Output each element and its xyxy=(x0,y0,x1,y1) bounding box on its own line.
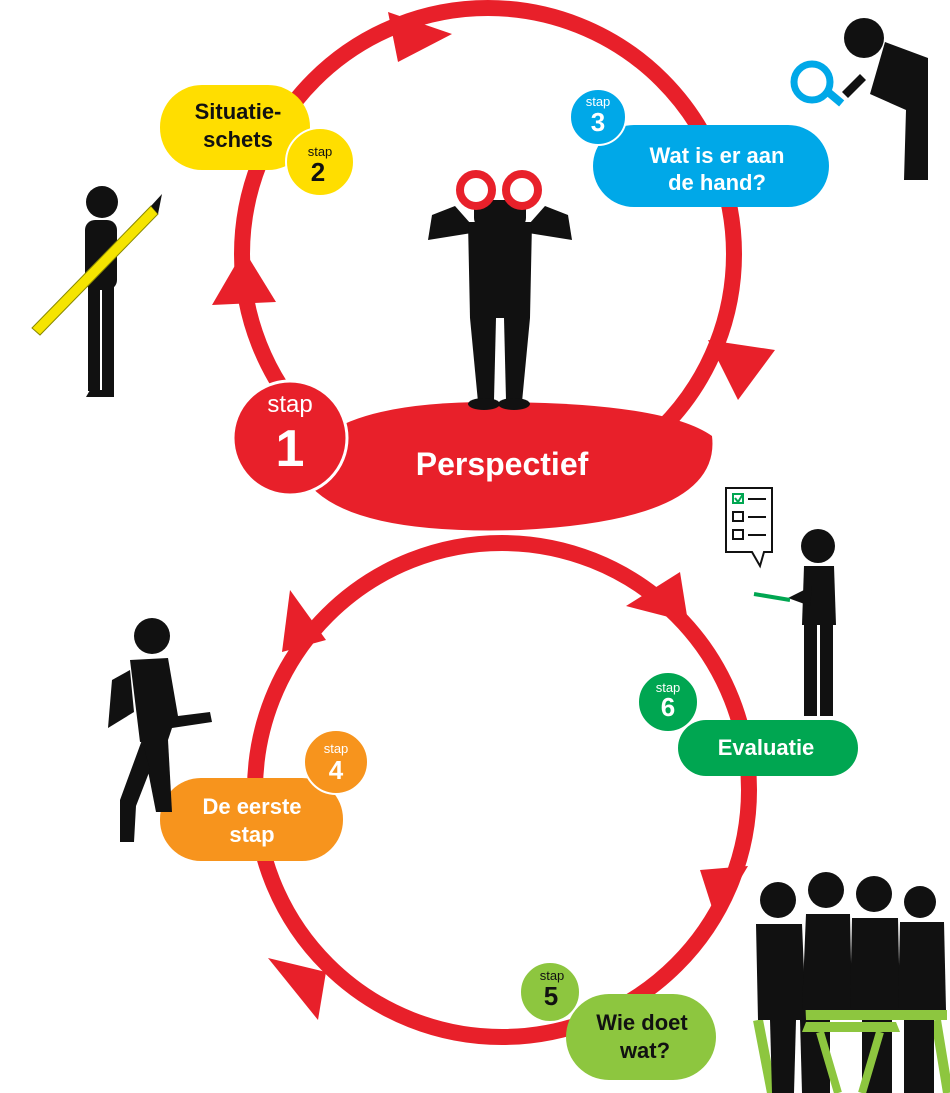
step-6-number: 6 xyxy=(661,692,675,722)
pencil-person-icon xyxy=(31,186,162,397)
step-2-situatieschets: Situatie- schets stap 2 xyxy=(160,85,355,197)
step-3-title-line-1: Wat is er aan xyxy=(650,143,785,168)
step-5-badge xyxy=(519,961,581,1023)
step-1-number: 1 xyxy=(276,420,305,478)
step-1-badge xyxy=(231,379,349,497)
step-4-number: 4 xyxy=(329,755,344,785)
arrow-left-upper xyxy=(212,250,276,305)
step-6-prefix: stap xyxy=(656,680,681,695)
arrow-right-upper xyxy=(708,340,775,400)
step-5-number: 5 xyxy=(544,981,558,1011)
step-3-bubble xyxy=(593,125,829,207)
step-4-title-line-1: De eerste xyxy=(202,794,301,819)
perspectief-mound xyxy=(300,402,713,531)
step-5-title-line-2: wat? xyxy=(619,1038,670,1063)
meeting-group-icon xyxy=(753,872,950,1093)
step-5-title-line-1: Wie doet xyxy=(596,1010,688,1035)
step-5-prefix: stap xyxy=(540,968,565,983)
binoculars-person-icon xyxy=(428,170,572,410)
arrow-lower-right xyxy=(700,866,748,920)
step-4-bubble xyxy=(160,778,343,861)
arrow-lower-topleft xyxy=(282,590,326,652)
step-6-badge xyxy=(637,671,699,733)
step-4-de-eerste-stap: stap 4 De eerste stap xyxy=(160,729,369,861)
checklist-person-icon xyxy=(725,487,836,716)
step-3-prefix: stap xyxy=(586,94,611,109)
step-6-evaluatie: stap 6 Evaluatie xyxy=(637,671,858,776)
step-4-badge xyxy=(303,729,369,795)
step-2-bubble xyxy=(160,85,310,170)
step-4-prefix: stap xyxy=(324,741,349,756)
step-1-prefix: stap xyxy=(267,391,312,418)
arrow-lower-topright xyxy=(626,572,688,622)
step-3-badge xyxy=(569,88,627,146)
step-6-bubble xyxy=(678,720,858,776)
step-4-title-line-2: stap xyxy=(229,822,274,847)
arrow-lower-left xyxy=(268,958,326,1020)
step-2-prefix: stap xyxy=(308,144,333,159)
arrow-top xyxy=(388,12,452,62)
step-2-number: 2 xyxy=(311,157,325,187)
step-3-title-line-2: de hand? xyxy=(668,170,766,195)
step-2-badge xyxy=(285,127,355,197)
step-2-title-line-2: schets xyxy=(203,127,273,152)
step-5-bubble xyxy=(566,994,716,1080)
magnifier-person-icon xyxy=(790,18,928,180)
step-3-number: 3 xyxy=(591,107,605,137)
step-2-title-line-1: Situatie- xyxy=(195,99,282,124)
step-1-perspectief: stap 1 Perspectief xyxy=(231,379,713,531)
climbing-person-icon xyxy=(108,618,212,842)
step-5-wie-doet-wat: stap 5 Wie doet wat? xyxy=(519,961,716,1080)
step-6-title: Evaluatie xyxy=(718,735,815,760)
direction-arrows xyxy=(212,12,775,1020)
step-1-title: Perspectief xyxy=(416,446,589,482)
step-3-wat-is-er-aan-de-hand: stap 3 Wat is er aan de hand? xyxy=(569,88,829,207)
